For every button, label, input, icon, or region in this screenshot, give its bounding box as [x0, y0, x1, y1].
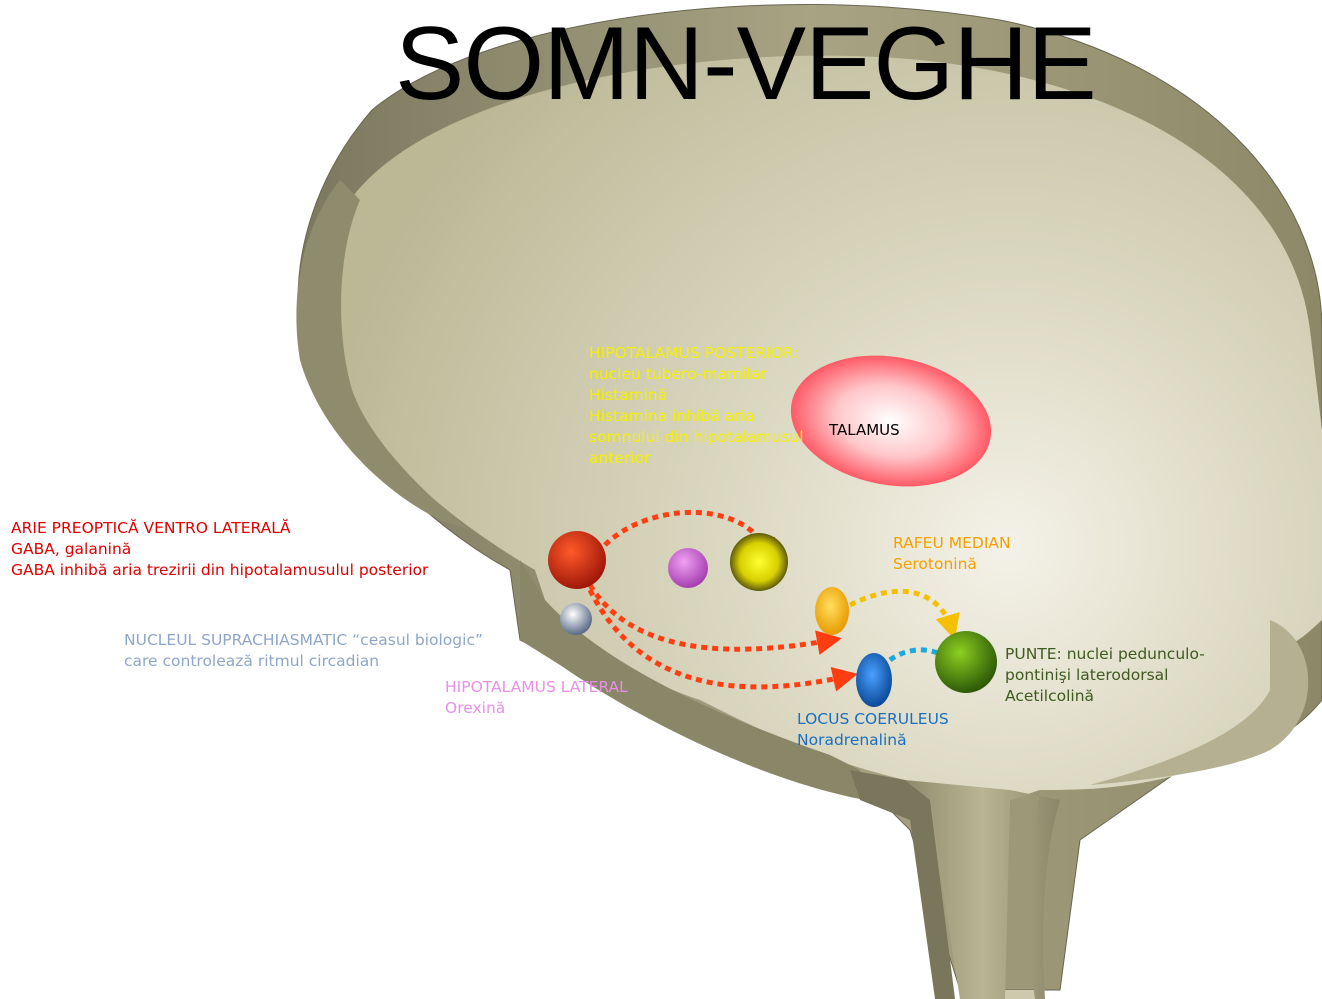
- pons-label: PUNTE: nuclei pedunculo- pontinişi later…: [1005, 644, 1205, 707]
- line: pontinişi laterodorsal: [1005, 665, 1205, 686]
- preoptic-area-label: ARIE PREOPTICĂ VENTRO LATERALĂ GABA, gal…: [11, 518, 428, 581]
- line: LOCUS COERULEUS: [797, 709, 949, 730]
- lateral-hypothalamus-label: HIPOTALAMUS LATERAL Orexină: [445, 677, 628, 719]
- suprachiasmatic-label: NUCLEUL SUPRACHIASMATIC “ceasul biologic…: [124, 630, 483, 672]
- locus-coeruleus-label: LOCUS COERULEUS Noradrenalină: [797, 709, 949, 751]
- line: ARIE PREOPTICĂ VENTRO LATERALĂ: [11, 518, 428, 539]
- posterior-hypothalamus-node: [730, 533, 788, 591]
- line: care controlează ritmul circadian: [124, 651, 483, 672]
- line: Serotonină: [893, 554, 1011, 575]
- line: Histamina inhibă aria: [589, 406, 804, 427]
- line: Noradrenalină: [797, 730, 949, 751]
- line: Histamină: [589, 385, 804, 406]
- line: HIPOTALAMUS POSTERIOR:: [589, 343, 804, 364]
- line: GABA, galanină: [11, 539, 428, 560]
- suprachiasmatic-node: [560, 603, 592, 635]
- raphe-node: [815, 587, 849, 635]
- brain-surface: [335, 56, 1322, 999]
- line: RAFEU MEDIAN: [893, 533, 1011, 554]
- line: nucleu tubero-mamilar: [589, 364, 804, 385]
- line: PUNTE: nuclei pedunculo-: [1005, 644, 1205, 665]
- pons-node: [935, 631, 997, 693]
- preoptic-node: [548, 531, 606, 589]
- posterior-hypothalamus-label: HIPOTALAMUS POSTERIOR: nucleu tubero-mam…: [589, 343, 804, 469]
- thalamus-label-text: TALAMUS: [829, 420, 900, 441]
- line: anterior: [589, 448, 804, 469]
- line: HIPOTALAMUS LATERAL: [445, 677, 628, 698]
- raphe-label: RAFEU MEDIAN Serotonină: [893, 533, 1011, 575]
- page-title: SOMN-VEGHE: [395, 12, 1096, 116]
- line: Acetilcolină: [1005, 686, 1205, 707]
- line: somnului din hipotalamusul: [589, 427, 804, 448]
- line: GABA inhibă aria trezirii din hipotalamu…: [11, 560, 428, 581]
- thalamus-label: TALAMUS: [829, 420, 900, 441]
- locus-coeruleus-node: [856, 653, 892, 707]
- line: Orexină: [445, 698, 628, 719]
- lateral-hypothalamus-node: [668, 548, 708, 588]
- line: NUCLEUL SUPRACHIASMATIC “ceasul biologic…: [124, 630, 483, 651]
